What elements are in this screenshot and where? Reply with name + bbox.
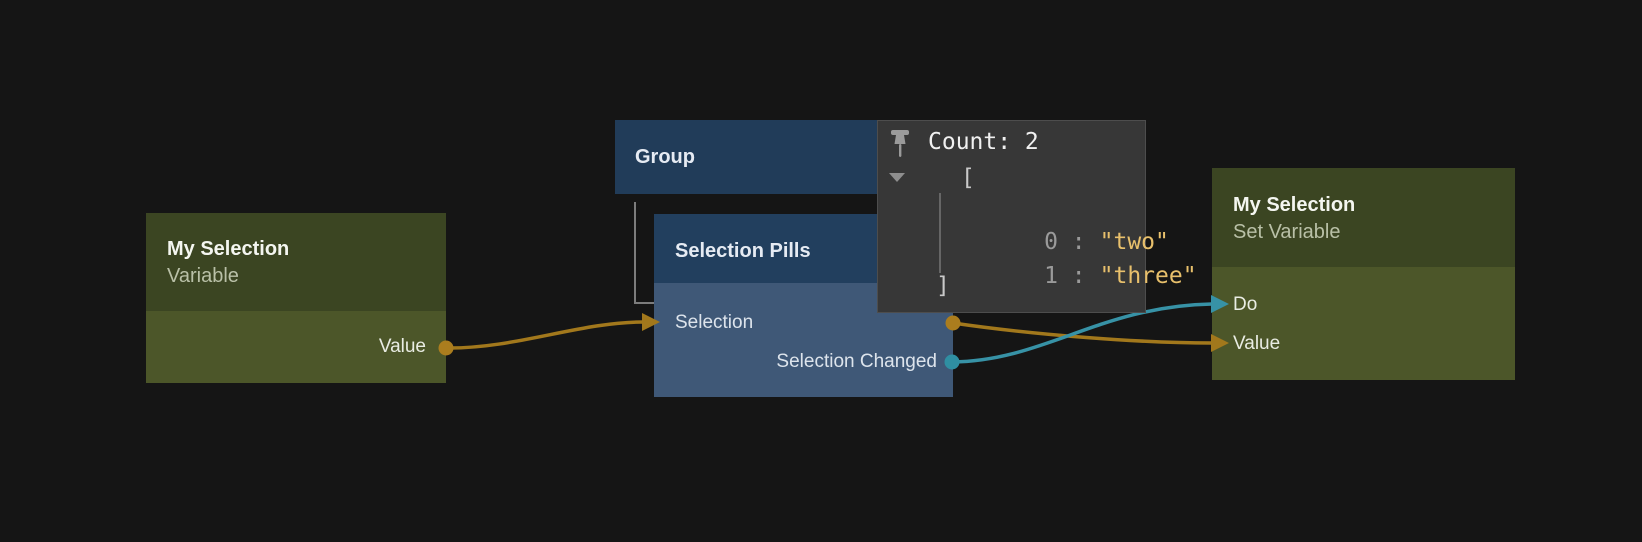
set-variable-node-title: My Selection <box>1233 193 1356 216</box>
variable-node[interactable]: My Selection Variable Value <box>146 213 446 383</box>
array-close-bracket: ] <box>936 273 950 299</box>
variable-node-title: My Selection <box>167 238 290 260</box>
value-input-row: Value <box>1212 324 1515 363</box>
array-open-bracket: [ <box>961 165 975 191</box>
array-item-index: 0 : <box>1044 229 1086 255</box>
selection-pills-title: Selection Pills <box>675 239 811 262</box>
variable-node-body: Value <box>146 311 446 383</box>
set-variable-node-header[interactable]: My Selection Set Variable <box>1212 168 1515 267</box>
set-variable-node[interactable]: My Selection Set Variable Do Value <box>1212 168 1515 380</box>
value-inspector-tooltip[interactable]: Count: 2 [ 0 : "two" 1 : "three" ] <box>877 120 1197 313</box>
selection-changed-output-label: Selection Changed <box>776 350 937 372</box>
tooltip-count-text: Count: 2 <box>928 129 1039 155</box>
value-output-label: Value <box>378 336 426 357</box>
array-item-index: 1 : <box>1044 263 1086 289</box>
selection-changed-output-row: Selection Changed <box>654 342 953 381</box>
group-bracket-line <box>634 202 654 304</box>
pin-icon[interactable] <box>889 128 913 162</box>
set-variable-node-subtitle: Set Variable <box>1233 220 1341 243</box>
selection-pills-node[interactable]: Selection Pills Selection Selection Chan… <box>654 214 953 397</box>
do-input-row: Do <box>1212 285 1515 324</box>
array-item: 1 : "three" <box>961 225 1196 289</box>
set-variable-node-body: Do Value <box>1212 267 1515 380</box>
value-output-row: Value <box>146 311 446 383</box>
group-label: Group <box>635 145 695 168</box>
collapse-triangle-icon[interactable] <box>889 173 905 182</box>
array-item: 0 : "two" <box>961 191 1169 255</box>
array-item-value: "three" <box>1099 263 1197 289</box>
array-item-value: "two" <box>1099 229 1169 255</box>
do-input-label: Do <box>1233 293 1258 315</box>
indent-guide-line <box>939 193 941 273</box>
variable-node-subtitle: Variable <box>167 265 239 287</box>
value-to-selection-wire[interactable] <box>445 320 644 350</box>
selection-input-row: Selection <box>654 303 953 342</box>
value-input-label: Value <box>1233 332 1281 354</box>
selection-input-label: Selection <box>675 311 754 333</box>
variable-node-header[interactable]: My Selection Variable <box>146 213 446 311</box>
